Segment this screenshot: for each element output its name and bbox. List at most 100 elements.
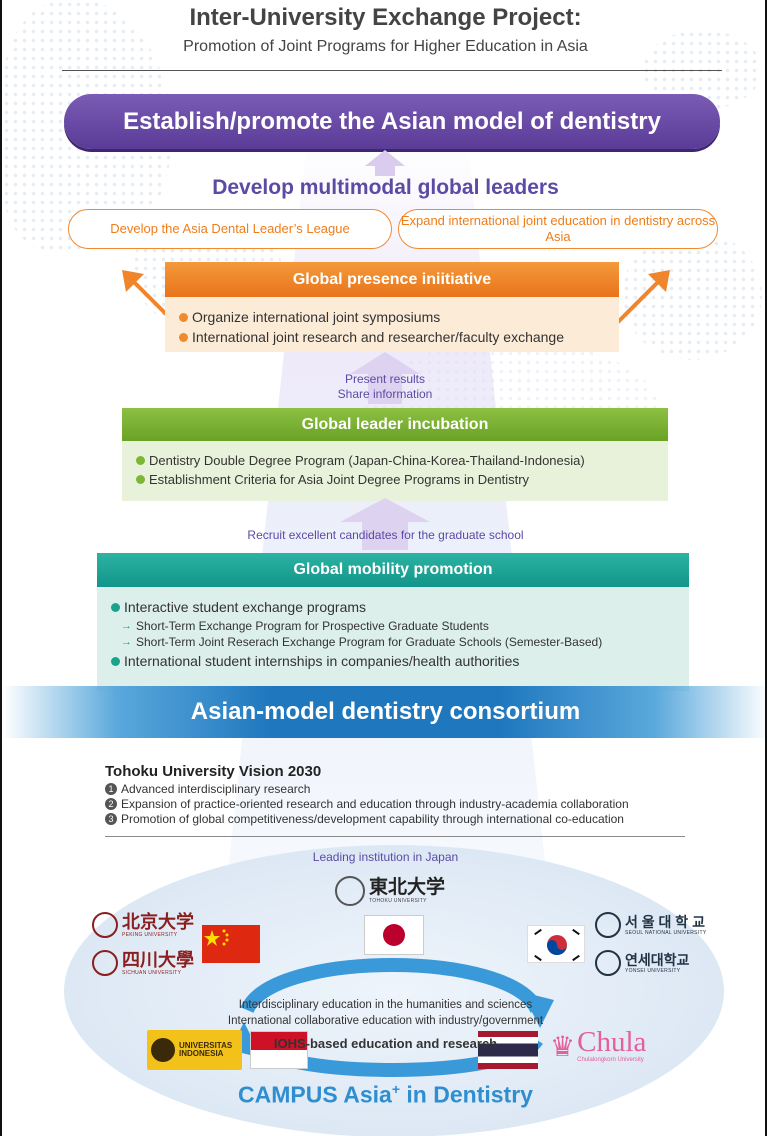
yonsei-name-en: YONSEI UNIVERSITY <box>625 967 681 974</box>
vision-divider <box>105 836 685 837</box>
bullet-icon <box>136 475 145 484</box>
sub-text: Short-Term Joint Reserach Exchange Progr… <box>136 635 603 649</box>
list-item: International joint research and researc… <box>179 329 605 345</box>
campus-plus: + <box>391 1081 401 1097</box>
global-leader-incubation-box: Global leader incubation Dentistry Doubl… <box>122 408 668 501</box>
vision-title: Tohoku University Vision 2030 <box>105 763 322 780</box>
japan-flag-icon <box>364 915 424 955</box>
thailand-flag-icon <box>478 1031 538 1069</box>
cycle-description: Interdisciplinary education in the human… <box>2 998 765 1029</box>
sichuan-name-en: SICHUAN UNIVERSITY <box>122 969 182 976</box>
bullet-icon <box>111 602 120 612</box>
tohoku-name-en: TOHOKU UNIVERSITY <box>369 898 427 904</box>
campus-asia-ellipse <box>64 845 724 1136</box>
bullet-icon <box>111 656 120 666</box>
number-badge: 3 <box>105 813 117 825</box>
page-title: Inter-University Exchange Project: <box>189 4 582 31</box>
taegeuk-icon <box>534 928 580 962</box>
bullet-text: Dentistry Double Degree Program (Japan-C… <box>149 453 585 468</box>
chula-name-en: Chulalongkorn University <box>577 1057 644 1063</box>
vision-text: Promotion of global competitiveness/deve… <box>121 812 624 826</box>
leaders-heading: Develop multimodal global leaders <box>212 176 559 199</box>
tohoku-university-logo: 東北大学 TOHOKU UNIVERSITY <box>335 876 445 906</box>
peking-name-en: PEKING UNIVERSITY <box>122 931 178 938</box>
vision-item: 3 Promotion of global competitiveness/dev… <box>105 812 705 826</box>
global-mobility-box: Global mobility promotion Interactive st… <box>97 553 689 691</box>
iohs-label: IOHS-based education and research <box>273 1036 498 1051</box>
vision-item: 1 Advanced interdisciplinary research <box>105 782 705 796</box>
bullet-text: Establishment Criteria for Asia Joint De… <box>149 472 530 487</box>
chulalongkorn-university-logo: ♛ Chula Chulalongkorn University <box>550 1026 647 1064</box>
university-name: 東北大学 TOHOKU UNIVERSITY <box>369 878 445 904</box>
sub-text: Short-Term Exchange Program for Prospect… <box>136 619 489 633</box>
number-badge: 1 <box>105 783 117 795</box>
yonsei-name-kr: 연세대학교 <box>625 951 690 968</box>
number-badge: 2 <box>105 798 117 810</box>
bullet-text: International joint research and researc… <box>192 329 564 345</box>
campus-text: CAMPUS Asia <box>238 1081 392 1108</box>
vision-item: 2 Expansion of practice-oriented research… <box>105 797 705 811</box>
list-item: Dentistry Double Degree Program (Japan-C… <box>136 453 654 468</box>
goal-banner: Establish/promote the Asian model of den… <box>64 94 720 149</box>
star-icon <box>204 929 229 946</box>
page-subtitle: Promotion of Joint Programs for Higher E… <box>183 38 588 55</box>
cycle-line-2: International collaborative education wi… <box>227 1014 544 1027</box>
campus-suffix: in Dentistry <box>400 1081 533 1108</box>
share-information-line: Share information <box>337 387 433 401</box>
vision-text: Expansion of practice-oriented research … <box>121 797 629 811</box>
university-seal-icon <box>595 912 621 938</box>
arrow-right-icon: → <box>121 620 132 632</box>
bullet-icon <box>179 332 188 342</box>
sub-list-item: → Short-Term Exchange Program for Prospec… <box>121 619 675 633</box>
sichuan-name-cn: 四川大學 <box>122 949 194 970</box>
arrow-right-icon: → <box>121 636 132 648</box>
chula-name: Chula <box>577 1026 647 1058</box>
leading-institution-label: Leading institution in Japan <box>312 850 459 864</box>
bullet-text: International student internships in com… <box>124 653 520 669</box>
university-name: 四川大學 SICHUAN UNIVERSITY <box>122 951 194 976</box>
university-seal-icon <box>92 912 118 938</box>
present-results-line: Present results <box>344 372 426 386</box>
university-name: UNIVERSITAS INDONESIA <box>179 1040 233 1059</box>
china-flag-icon <box>202 925 260 963</box>
ui-name-line1: UNIVERSITAS <box>179 1040 233 1050</box>
global-presence-box: Global presence iniitiative Organize int… <box>165 262 619 352</box>
pill-expand-joint-education: Expand international joint education in … <box>398 209 718 249</box>
list-item: International student internships in com… <box>111 653 675 669</box>
seoul-name-en: SEOUL NATIONAL UNIVERSITY <box>625 929 707 936</box>
list-item: Interactive student exchange programs <box>111 599 675 615</box>
indonesia-flag-icon <box>250 1031 308 1069</box>
diagonal-arrow-right-icon <box>614 270 670 326</box>
cycle-line-1: Interdisciplinary education in the human… <box>238 999 533 1011</box>
university-name: 서 울 대 학 교 SEOUL NATIONAL UNIVERSITY <box>625 915 707 936</box>
universitas-indonesia-logo: UNIVERSITAS INDONESIA <box>147 1030 242 1070</box>
university-name: Chula Chulalongkorn University <box>577 1026 647 1064</box>
seoul-national-university-logo: 서 울 대 학 교 SEOUL NATIONAL UNIVERSITY <box>595 912 707 938</box>
list-item: Establishment Criteria for Asia Joint De… <box>136 472 654 487</box>
vision-text: Advanced interdisciplinary research <box>121 782 311 796</box>
university-seal-icon <box>92 950 118 976</box>
up-arrow-icon <box>365 150 405 176</box>
peking-university-logo: 北京大学 PEKING UNIVERSITY <box>92 912 194 938</box>
up-arrow-icon <box>350 352 420 404</box>
present-results-label: Present results Share information <box>285 372 485 402</box>
bullet-icon <box>136 456 145 465</box>
incubation-title: Global leader incubation <box>122 408 668 441</box>
peking-name-cn: 北京大学 <box>122 911 194 932</box>
up-arrow-icon <box>340 498 430 550</box>
circle-icon <box>383 924 405 946</box>
global-presence-body: Organize international joint symposiums … <box>165 297 619 352</box>
global-presence-title: Global presence iniitiative <box>165 262 619 297</box>
title-divider <box>62 70 722 71</box>
university-name: 연세대학교 YONSEI UNIVERSITY <box>625 953 689 974</box>
incubation-body: Dentistry Double Degree Program (Japan-C… <box>122 441 668 501</box>
chula-emblem-icon: ♛ <box>550 1031 576 1062</box>
bullet-text: Organize international joint symposiums <box>192 309 441 325</box>
campus-asia-title: CAMPUS Asia+ in Dentistry <box>2 1081 765 1109</box>
university-name: 北京大学 PEKING UNIVERSITY <box>122 913 194 938</box>
mobility-title: Global mobility promotion <box>97 553 689 587</box>
sub-list-item: → Short-Term Joint Reserach Exchange Prog… <box>121 635 675 649</box>
mobility-body: Interactive student exchange programs → S… <box>97 587 689 691</box>
sichuan-university-logo: 四川大學 SICHUAN UNIVERSITY <box>92 950 194 976</box>
